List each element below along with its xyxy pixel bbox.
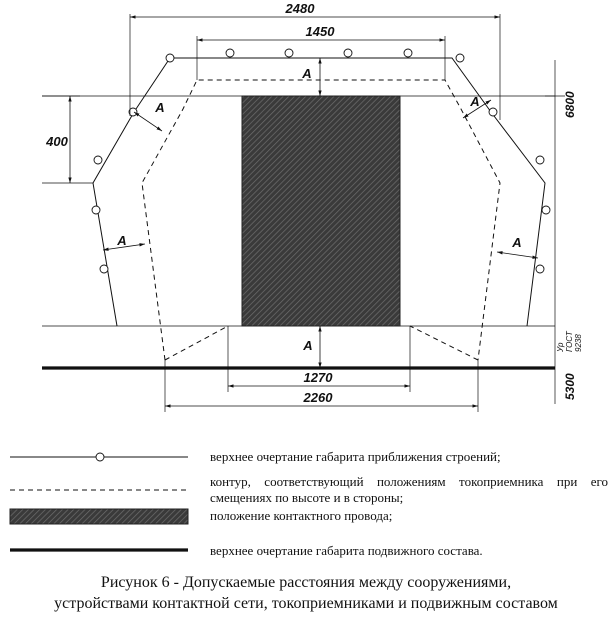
legend-text-approach: верхнее очертание габарита приближения с… [210,449,501,464]
pantograph-contour-bottom-right [409,325,479,361]
dim-a-right-lower-label: A [511,235,521,250]
dim-a-left-upper-label: A [154,100,164,115]
dim-a-top-label: A [301,66,311,81]
dim-1450-label: 1450 [306,24,336,39]
contact-wire-zone [241,95,401,327]
dim-a-right-upper-line [462,99,492,119]
figure-caption-line-2: устройствами контактной сети, токоприемн… [54,595,558,612]
gost-label-b: 9238 [574,334,583,352]
legend-symbol-approach-marker [95,452,105,462]
pantograph-contour-bottom-left [164,325,229,361]
dim-a-bottom-label: A [302,338,312,353]
pantograph-contour [141,79,501,361]
approach-clearance-outline [92,57,546,327]
dim-a-left-upper-line [133,111,163,132]
dim-a-left-lower-line [102,243,146,251]
dim-2480-label: 2480 [285,1,316,16]
gost-label-a: ГОСТ [565,330,574,352]
dim-1270-label: 1270 [304,370,334,385]
figure-caption-line-1: Рисунок 6 - Допускаемые расстояния между… [100,574,512,591]
dim-5300-label: 5300 [563,373,577,400]
gost-label-c: Ур [556,342,565,353]
dim-a-right-upper-label: A [469,94,479,109]
dim-a-right-lower-line [496,251,539,259]
dim-6800-label: 6800 [563,91,577,118]
legend-text-wire: положение контактного провода; [210,508,393,523]
approach-clearance-markers [91,48,551,274]
dim-400-label: 400 [45,134,68,149]
dim-2260-label: 2260 [303,390,334,405]
legend-text-rolling: верхнее очертание габарита подвижного со… [210,543,483,558]
dim-a-left-lower-label: A [116,233,126,248]
legend-symbol-wire [9,508,189,525]
legend-text-contour: контур, соответствующий положениям токоп… [210,474,608,505]
